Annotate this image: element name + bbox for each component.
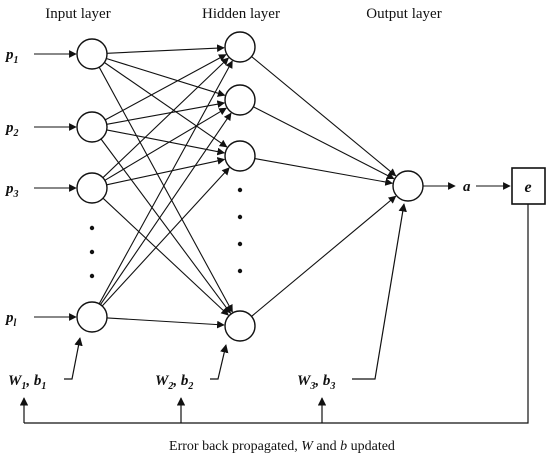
input-arrows: [34, 50, 77, 321]
hidden-ellipsis-dot: [237, 187, 243, 193]
input-node-1: [76, 38, 108, 70]
param-label-layer-2: W2, b2: [155, 373, 193, 392]
edge-input-2-hidden-4: [100, 138, 231, 314]
edge-input-1-hidden-4: [98, 66, 233, 313]
param-connector-layer-3: [352, 203, 407, 380]
output-node: [392, 170, 424, 202]
edge-input-3-hidden-2: [104, 107, 227, 181]
hidden-ellipsis-dot: [237, 268, 243, 274]
edge-input-3-hidden-3: [106, 157, 226, 186]
edge-input-4-hidden-4: [106, 317, 225, 329]
error-feedback-line: [24, 204, 529, 424]
feedback-caption: Error back propagated, W and b updated: [169, 439, 395, 454]
input-label-p2: p2: [4, 120, 19, 139]
hidden-node-3: [224, 140, 256, 172]
param-label-layer-3: W3, b3: [297, 373, 335, 392]
output-label: a: [463, 179, 471, 195]
input-node-2: [76, 111, 108, 143]
param-connector-layer-2: [210, 344, 229, 380]
edge-hidden-2-output: [253, 106, 395, 180]
edge-hidden-3-output: [254, 158, 393, 186]
edge-input-2-hidden-2: [106, 100, 226, 125]
hidden-ellipsis-dot: [237, 241, 243, 247]
edge-input-1-hidden-2: [106, 57, 226, 97]
edge-input-4-hidden-2: [100, 112, 232, 305]
input-label-pl: pl: [4, 310, 17, 329]
error-label: e: [524, 179, 531, 196]
hidden-node-n: [224, 310, 256, 342]
input-ellipsis-dot: [89, 225, 95, 231]
hidden-ellipsis-dot: [237, 214, 243, 220]
hidden-node-1: [224, 31, 256, 63]
edge-hidden-4-output: [251, 195, 397, 317]
input-node-3: [76, 172, 108, 204]
edge-input-1-hidden-1: [106, 44, 225, 54]
param-connector-layer-1: [64, 337, 83, 380]
hidden-layer-title: Hidden layer: [202, 6, 280, 22]
edge-input-4-hidden-1: [98, 60, 233, 305]
edge-input-2-hidden-3: [106, 129, 226, 156]
edge-input-4-hidden-3: [101, 167, 230, 307]
connections: [98, 44, 397, 329]
edge-input-1-hidden-3: [104, 62, 228, 148]
input-ellipsis-dot: [89, 249, 95, 255]
input-ellipsis-dot: [89, 273, 95, 279]
input-label-p3: p3: [4, 181, 19, 200]
hidden-node-2: [224, 84, 256, 116]
input-layer-title: Input layer: [45, 6, 110, 22]
edge-input-2-hidden-1: [104, 54, 227, 121]
input-label-p1: p1: [4, 47, 19, 66]
edge-input-3-hidden-4: [102, 197, 229, 316]
edge-input-3-hidden-1: [102, 57, 229, 179]
param-label-layer-1: W1, b1: [8, 373, 46, 392]
output-layer-title: Output layer: [366, 6, 441, 22]
input-node-l: [76, 301, 108, 333]
edge-hidden-1-output: [251, 56, 397, 177]
